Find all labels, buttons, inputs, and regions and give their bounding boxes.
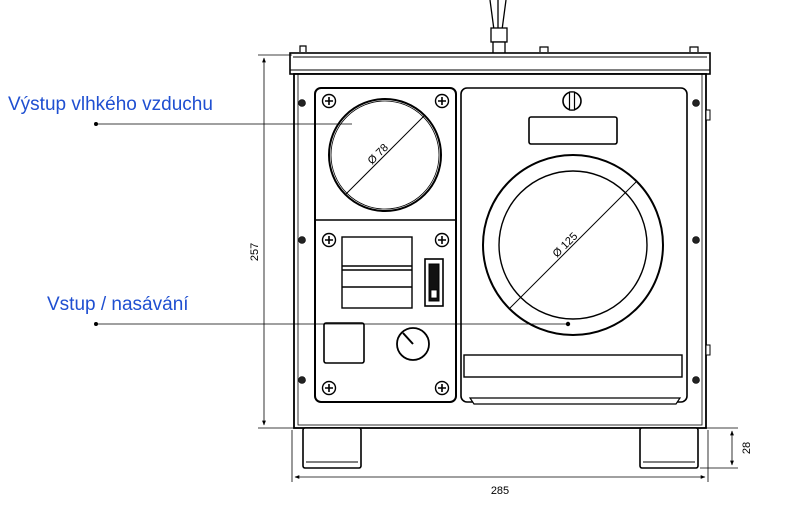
top-details [299, 45, 699, 52]
outlet-callout: Výstup vlhkého vzduchu [8, 94, 213, 115]
inlet-callout-leader [94, 321, 571, 327]
indicator-square [323, 322, 365, 364]
width-dimension-label: 285 [491, 485, 509, 497]
right-foot [639, 427, 699, 469]
outlet-diameter-line [344, 114, 426, 196]
power-switch-icon [424, 258, 444, 307]
housing-bolts [298, 99, 700, 384]
inlet-callout: Vstup / nasávání [47, 294, 189, 315]
power-cord [489, 0, 508, 55]
left-panel-screws [321, 93, 450, 396]
intake-port-inner [498, 170, 648, 320]
display-window [341, 236, 413, 309]
height-dimension [258, 54, 300, 429]
foot-height-label: 28 [741, 442, 753, 454]
bottom-rail [468, 397, 682, 405]
outlet-port-inner [330, 100, 440, 210]
height-dimension-label: 257 [249, 243, 261, 261]
side-latches [705, 109, 711, 356]
width-dimension [291, 430, 709, 482]
intake-diameter-line [509, 181, 637, 309]
bottom-slot [463, 354, 683, 378]
right-panel-screw-icon [562, 91, 582, 111]
outlet-callout-leader [94, 122, 352, 126]
foot-height-dimension [700, 427, 738, 469]
left-foot [302, 427, 362, 469]
housing-lid [289, 52, 711, 75]
control-knob-icon [396, 327, 430, 361]
label-slot [528, 116, 618, 145]
housing-inner-edge [297, 73, 703, 426]
